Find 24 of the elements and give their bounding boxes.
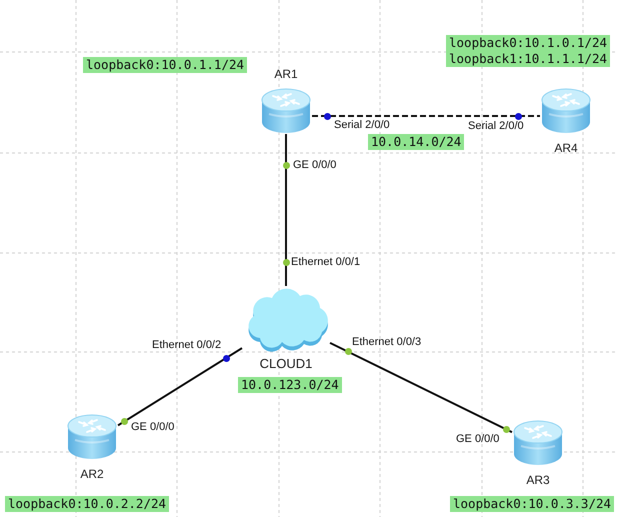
port-label: Ethernet 0/0/2 bbox=[152, 339, 222, 352]
port-label: GE 0/0/0 bbox=[131, 421, 174, 434]
device-name: CLOUD1 bbox=[260, 356, 312, 372]
port-label: GE 0/0/0 bbox=[293, 159, 336, 172]
ip-address-label: loopback0:10.0.1.1/24 bbox=[83, 57, 248, 73]
port-label: Ethernet 0/0/3 bbox=[352, 336, 422, 349]
ip-address-label: loopback0:10.0.3.3/24 bbox=[450, 496, 614, 512]
link-line bbox=[117, 347, 243, 426]
device-name: AR3 bbox=[526, 472, 550, 488]
ip-address-label: loopback1:10.1.1.1/24 bbox=[446, 51, 610, 67]
link-line bbox=[330, 342, 512, 434]
port-label: GE 0/0/0 bbox=[456, 433, 500, 446]
device-name: AR2 bbox=[80, 466, 104, 482]
dashed-link-line bbox=[312, 115, 540, 117]
ip-address-label: loopback0:10.1.0.1/24 bbox=[446, 35, 610, 51]
port-label: Serial 2/0/0 bbox=[468, 120, 524, 133]
port-label: Serial 2/0/0 bbox=[334, 119, 390, 132]
ip-address-label: 10.0.123.0/24 bbox=[238, 377, 342, 393]
device-name: AR1 bbox=[274, 66, 298, 82]
port-label: Ethernet 0/0/1 bbox=[291, 256, 360, 269]
ip-address-label: loopback0:10.0.2.2/24 bbox=[5, 496, 170, 512]
subnet-label: 10.0.14.0/24 bbox=[368, 134, 464, 150]
device-name: AR4 bbox=[554, 140, 578, 156]
link-line bbox=[285, 134, 287, 286]
